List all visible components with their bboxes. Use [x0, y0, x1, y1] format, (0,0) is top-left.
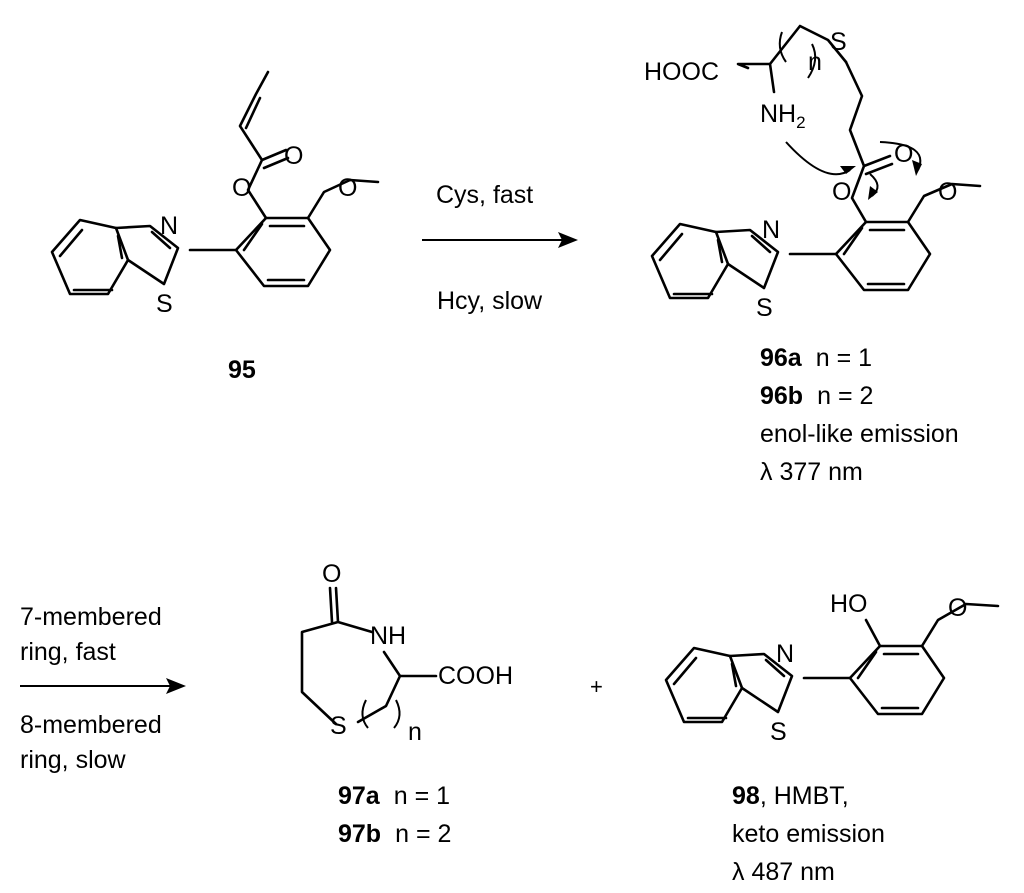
atom-O: O — [338, 174, 357, 202]
group-HO: HO — [830, 590, 868, 618]
compound-96-emission-note: enol-like emission — [760, 420, 959, 448]
arrow-1-condition-above: Cys, fast — [436, 181, 533, 209]
atom-O: O — [232, 174, 251, 202]
arrow-2-condition-above-line2: ring, fast — [20, 638, 116, 666]
compound-97a-label: 97a — [338, 782, 381, 810]
group-COOH: COOH — [438, 662, 513, 690]
atom-O: O — [894, 140, 913, 168]
compound-98-emission-note: keto emission — [732, 820, 885, 848]
atom-S: S — [156, 290, 173, 318]
compound-96b-n: n = 2 — [817, 382, 873, 410]
atom-N: N — [776, 640, 794, 668]
atom-O: O — [832, 178, 851, 206]
compound-96a-row: 96a n = 1 — [760, 344, 872, 372]
atom-S: S — [330, 712, 347, 740]
compound-97a-n: n = 1 — [394, 782, 450, 810]
compound-98-wavelength: λ 487 nm — [732, 858, 835, 886]
group-NH: NH — [370, 622, 406, 650]
repeat-n: n — [808, 48, 822, 76]
group-NH2-subscript: 2 — [796, 113, 805, 132]
compound-96a-label: 96a — [760, 344, 803, 372]
plus-sign: + — [590, 674, 603, 699]
atom-O: O — [948, 594, 967, 622]
compound-97b-label: 97b — [338, 820, 381, 848]
compound-97b-n: n = 2 — [395, 820, 451, 848]
compound-97b-row: 97b n = 2 — [338, 820, 451, 848]
atom-O: O — [938, 178, 957, 206]
arrow-1-condition-below: Hcy, slow — [437, 287, 543, 315]
compound-98-row: 98, HMBT, — [732, 782, 849, 810]
arrow-2-condition-below-line2: ring, slow — [20, 746, 127, 774]
atom-O: O — [322, 560, 341, 588]
group-NH2-main: NH — [760, 100, 796, 128]
atom-S: S — [756, 294, 773, 322]
atom-S: S — [770, 718, 787, 746]
compound-98-name: , HMBT, — [760, 782, 849, 810]
group-HOOC: HOOC — [644, 58, 719, 86]
compound-95-label: 95 — [228, 356, 256, 384]
atom-N: N — [762, 216, 780, 244]
arrow-2-condition-below-line1: 8-membered — [20, 711, 162, 739]
compound-96b-label: 96b — [760, 382, 803, 410]
compound-97-structure — [300, 586, 438, 729]
compound-98-structure — [664, 602, 1000, 724]
repeat-n: n — [408, 718, 422, 746]
arrow-2-condition-above-line1: 7-membered — [20, 603, 162, 631]
compound-98-label: 98 — [732, 782, 760, 810]
compound-96-wavelength: λ 377 nm — [760, 458, 863, 486]
atom-O: O — [284, 142, 303, 170]
group-NH2: NH2 — [760, 100, 806, 132]
compound-96b-row: 96b n = 2 — [760, 382, 873, 410]
compound-97a-row: 97a n = 1 — [338, 782, 450, 810]
atom-S: S — [830, 28, 847, 56]
compound-96a-n: n = 1 — [816, 344, 872, 372]
reaction-arrow-1 — [422, 232, 578, 248]
reaction-arrow-2 — [20, 678, 186, 694]
atom-N: N — [160, 212, 178, 240]
compound-95-structure — [50, 70, 380, 296]
compound-96-structure — [650, 24, 982, 300]
